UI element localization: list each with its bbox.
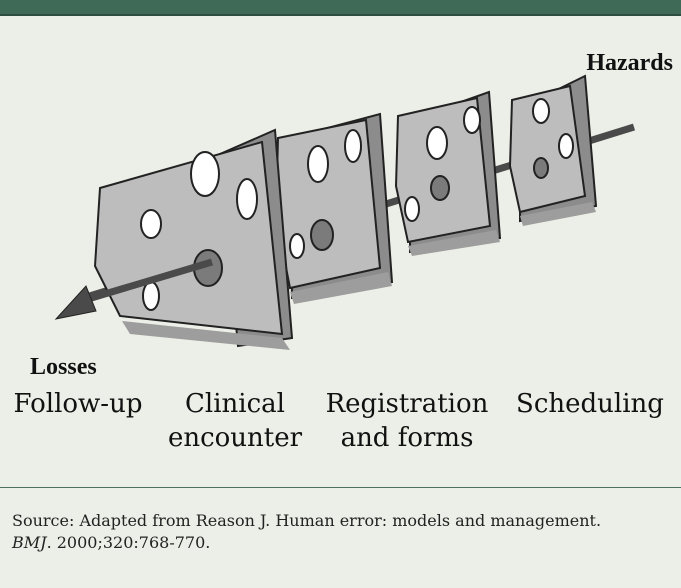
layer-label-line: Follow-up bbox=[8, 387, 148, 421]
divider bbox=[0, 487, 681, 488]
swiss-cheese-diagram: Hazards Losses bbox=[0, 16, 681, 388]
layer-label-follow-up: Follow-up bbox=[8, 387, 148, 421]
title-bar bbox=[0, 0, 681, 16]
cheese-slice-follow-up bbox=[95, 130, 292, 350]
source-suffix: . 2000;320:768-770. bbox=[47, 533, 211, 552]
layer-label-scheduling: Scheduling bbox=[510, 387, 670, 421]
losses-label: Losses bbox=[30, 354, 97, 381]
hazards-label: Hazards bbox=[586, 50, 673, 77]
layer-label-line: Clinical bbox=[160, 387, 310, 421]
cheese-slice-scheduling bbox=[510, 76, 596, 226]
cheese-slice-clinical-encounter bbox=[276, 114, 392, 304]
source-journal: BMJ bbox=[12, 533, 47, 552]
layer-label-line: encounter bbox=[160, 421, 310, 455]
layer-label-line: Scheduling bbox=[510, 387, 670, 421]
layer-label-line: Registration bbox=[322, 387, 492, 421]
source-prefix: Source: Adapted from Reason J. Human err… bbox=[12, 511, 601, 530]
arrow-head-icon bbox=[56, 286, 96, 319]
layer-label-clinical-encounter: Clinical encounter bbox=[160, 387, 310, 455]
layer-label-registration: Registration and forms bbox=[322, 387, 492, 455]
swiss-cheese-illustration bbox=[0, 16, 681, 388]
source-citation: Source: Adapted from Reason J. Human err… bbox=[12, 510, 672, 554]
cheese-slice-registration bbox=[396, 92, 500, 256]
layer-label-line: and forms bbox=[322, 421, 492, 455]
